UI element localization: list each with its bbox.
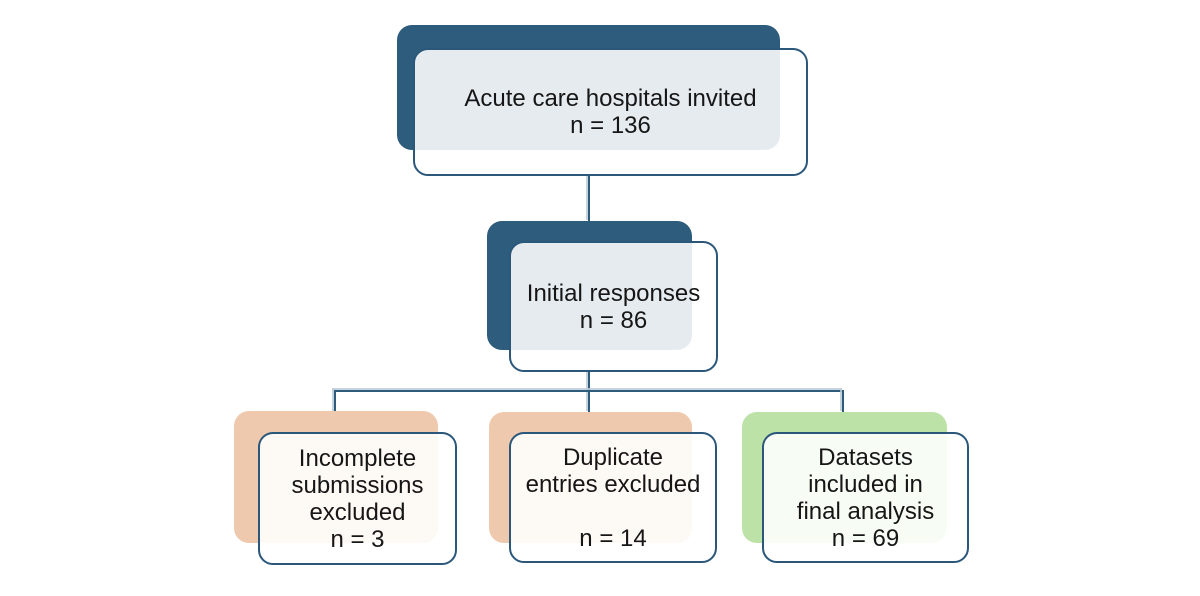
node-label-line: excluded [309, 498, 406, 526]
connector-top-to-middle [588, 176, 590, 222]
node-label-line: Incomplete [298, 444, 417, 472]
connector-branch-horizontal [334, 390, 844, 392]
node-count-line: n = 3 [330, 525, 385, 553]
node-count-line: n = 14 [579, 524, 647, 552]
node-label-line: included in [808, 470, 923, 498]
node-card-duplicates-excluded[interactable]: Duplicate entries excluded n = 14 [509, 432, 717, 563]
connector-middle-down [588, 371, 590, 413]
node-label-line: Initial responses [526, 279, 701, 307]
node-card-final-analysis[interactable]: Datasets included in final analysis n = … [762, 432, 969, 563]
connector-drop-left [334, 391, 336, 413]
node-card-hospitals-invited[interactable]: Acute care hospitals invited n = 136 [413, 48, 808, 176]
node-label-line: submissions [291, 471, 424, 499]
node-card-initial-responses[interactable]: Initial responses n = 86 [509, 241, 718, 372]
node-label-line: Acute care hospitals invited [464, 85, 757, 112]
node-count-line: n = 136 [570, 112, 651, 139]
node-label-line: Duplicate [562, 443, 664, 471]
node-label-line: entries excluded [525, 470, 701, 498]
node-label-line: Datasets [818, 443, 913, 471]
node-count-line: n = 86 [579, 306, 648, 334]
connector-drop-right [842, 391, 844, 413]
node-count-line: n = 69 [831, 524, 900, 552]
node-label-line: final analysis [796, 497, 935, 525]
node-card-incomplete-excluded[interactable]: Incomplete submissions excluded n = 3 [258, 432, 457, 565]
